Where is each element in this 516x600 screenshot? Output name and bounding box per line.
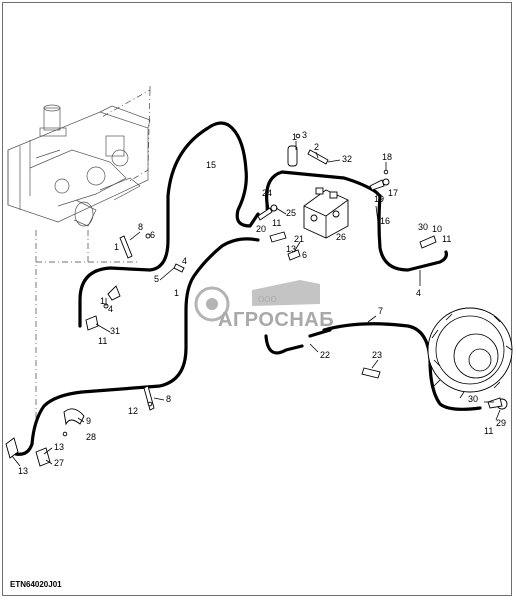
agrosnab-watermark: ООО АГРОСНАБ [194,280,334,331]
callout-17: 17 [388,188,398,198]
callout-13-b: 13 [54,442,64,452]
watermark-prefix: ООО [258,295,277,304]
travel-motor [427,307,513,410]
callout-4-c: 4 [108,304,113,314]
callout-11-a: 11 [272,218,281,228]
valve-body-assembly [7,104,151,227]
clamp-9 [63,408,85,426]
callout-29: 29 [496,418,506,428]
clamp-8 [119,235,133,259]
callout-1-d: 1 [100,296,105,306]
washer-27 [147,401,153,407]
callout-6-b: 6 [150,230,155,240]
callout-13-a: 13 [286,244,296,254]
control-valve-26 [303,187,349,239]
callout-11-d: 11 [484,426,493,436]
callout-8-b: 8 [166,394,171,404]
callout-31: 31 [110,326,120,336]
hose-15 [78,121,260,328]
callout-30-a: 30 [418,222,428,232]
bolt-4 [173,263,185,273]
callout-12: 27 [54,458,64,468]
callout-16: 16 [380,216,390,226]
drawing-code: ETN64020J01 [10,580,62,589]
callout-32: 32 [342,154,352,164]
callout-2: 2 [314,142,319,152]
callout-28: 23 [372,350,382,360]
callout-4-a: 4 [416,288,421,298]
leader-lines [11,141,501,467]
bolt-7 [62,431,68,437]
callout-1-b: 1 [114,242,119,252]
callout-11-c: 11 [98,336,107,346]
fitting-17 [369,179,385,191]
washer-6 [145,233,151,239]
callout-19: 19 [374,194,384,204]
clamp-3 [287,145,298,167]
callout-22: 7 [378,306,383,316]
callout-23: 22 [320,350,330,360]
fitting-30 [419,235,437,249]
callout-1-c: 1 [174,288,179,298]
fitting-29 [487,397,503,409]
callout-13-c: 13 [18,466,28,476]
callout-30-b: 30 [468,394,478,404]
o-ring-25 [270,204,278,212]
clamp-8b [143,385,155,411]
callout-labels: 1 3 2 32 18 15 24 25 17 19 11 16 20 21 1… [18,130,506,476]
callout-9: 9 [86,416,91,426]
fitting-24 [257,207,273,221]
washer-18 [383,169,389,175]
hose-long-main [14,237,260,456]
callout-21: 21 [294,234,304,244]
reference-lines [35,86,151,426]
pin-28 [361,367,381,379]
callout-18: 18 [382,152,392,162]
watermark-name: АГРОСНАБ [218,309,334,331]
callout-7: 28 [86,432,96,442]
fitting-13 [5,437,19,459]
hose-23 [264,328,332,355]
callout-10: 10 [432,224,442,234]
callout-1: 1 [292,132,297,142]
callout-15: 15 [206,160,216,170]
callout-27: 12 [128,406,138,416]
callout-4-b: 4 [182,256,187,266]
o-ring-19 [382,178,390,186]
callout-6-a: 6 [302,250,307,260]
callout-20: 20 [256,224,266,234]
callout-25: 25 [286,208,296,218]
callout-24: 24 [262,188,272,198]
clamp-1 [107,285,121,301]
callout-8-a: 8 [138,222,143,232]
callout-3: 3 [302,130,307,140]
callout-26: 26 [336,232,346,242]
washer-1 [295,133,301,139]
fitting-20 [269,231,287,243]
hose-16 [265,170,448,272]
fitting-31 [85,315,99,331]
callout-5: 5 [154,274,159,284]
callout-11-b: 11 [442,234,451,244]
drawing-frame [2,2,512,596]
